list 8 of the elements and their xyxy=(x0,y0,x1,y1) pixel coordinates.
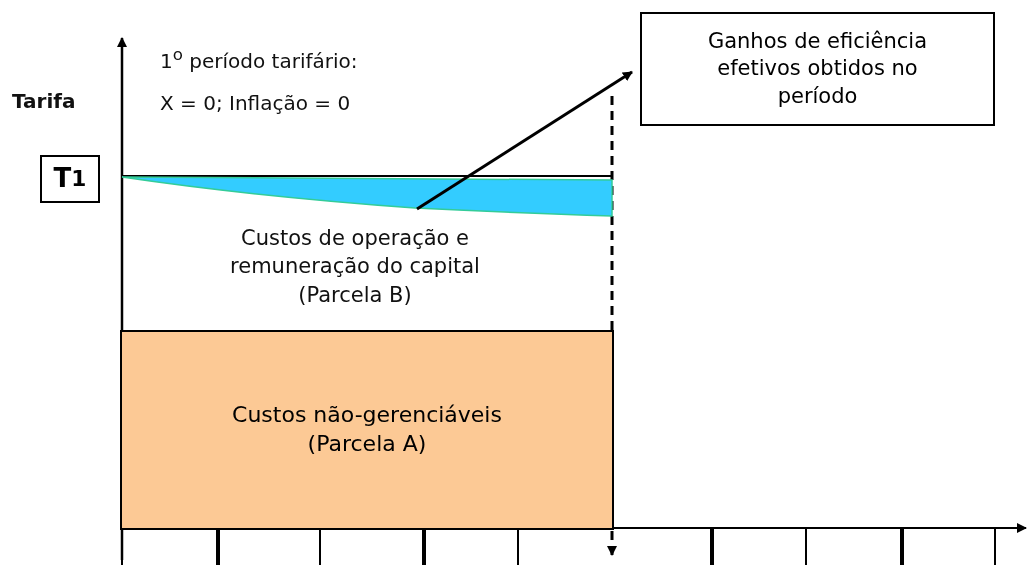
callout-box: Ganhos de eficiência efetivos obtidos no período xyxy=(640,12,995,126)
efficiency-gain-band xyxy=(121,176,613,217)
cost-block: Custos não-gerenciáveis (Parcela A) xyxy=(120,330,614,530)
note-text: 1$^{o}$ período tarifário: xyxy=(160,44,358,75)
note-text: X = 0; Inflação = 0 xyxy=(160,90,351,117)
axis-label: Tarifa xyxy=(12,88,76,115)
region-label: Custos de operação e remuneração do capital (Parcela B) xyxy=(229,225,481,309)
arrow xyxy=(416,70,633,211)
